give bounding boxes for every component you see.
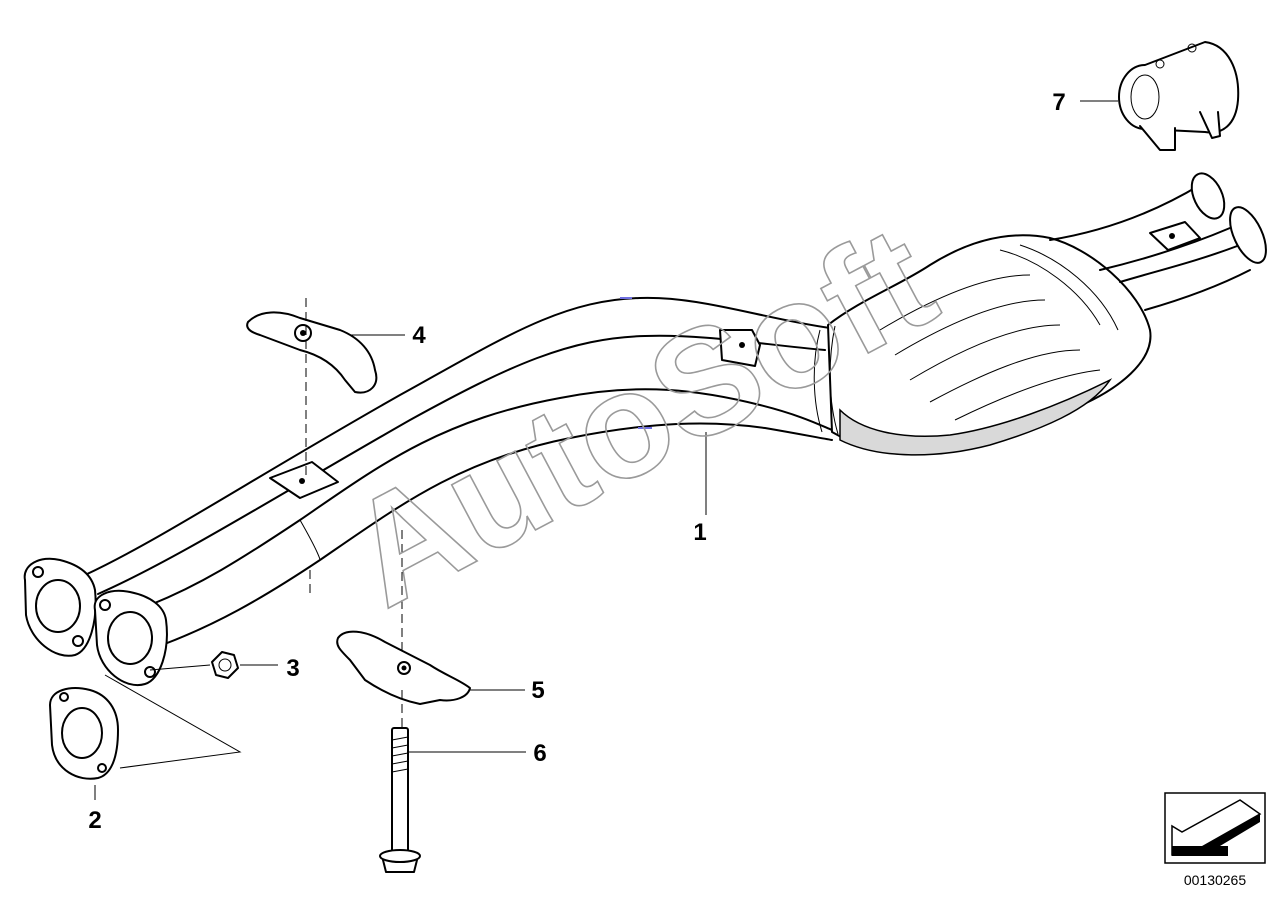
callout-5[interactable]: 5: [531, 677, 544, 704]
lower-hanger-bracket[interactable]: [336, 630, 471, 705]
hex-nut[interactable]: [211, 651, 239, 679]
callout-7[interactable]: 7: [1052, 89, 1065, 116]
callout-2[interactable]: 2: [88, 807, 101, 834]
upper-hanger-bracket[interactable]: [246, 311, 378, 394]
callout-1[interactable]: 1: [693, 519, 706, 546]
pipe-clamp[interactable]: [1118, 41, 1240, 151]
gasket[interactable]: [49, 687, 119, 780]
direction-marker: [1164, 792, 1266, 864]
assembly-dash-lines: [305, 298, 403, 728]
front-pipe-catalytic-converter[interactable]: [23, 168, 1274, 687]
bolt[interactable]: [379, 727, 421, 873]
callout-4[interactable]: 4: [412, 322, 426, 349]
arrow-left-down-icon: [1171, 799, 1262, 856]
document-number: 00130265: [1184, 872, 1247, 888]
leader-lines: [94, 100, 1118, 800]
callout-6[interactable]: 6: [533, 740, 546, 767]
callout-3[interactable]: 3: [286, 655, 299, 682]
